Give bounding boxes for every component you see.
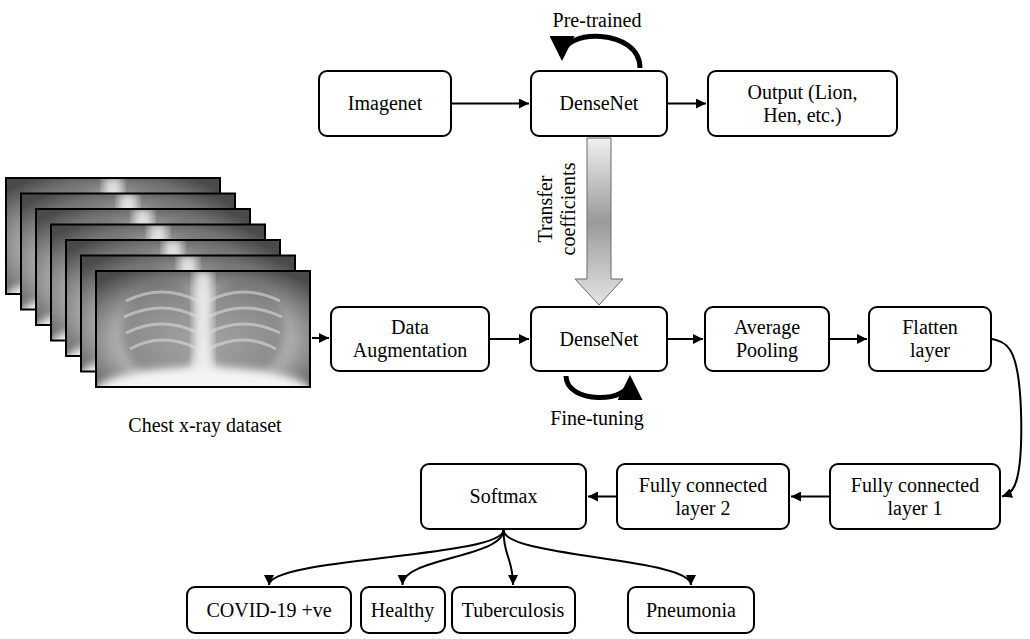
loop-label: Pre-trained bbox=[553, 9, 642, 32]
box-label: Average Pooling bbox=[717, 316, 817, 362]
connector-arrow bbox=[588, 496, 616, 498]
box-label: COVID-19 +ve bbox=[206, 599, 331, 622]
process-box: Softmax bbox=[420, 463, 587, 530]
box-label: Data Augmentation bbox=[345, 316, 475, 362]
process-box: Fully connected layer 2 bbox=[616, 463, 790, 530]
process-box: Output (Lion, Hen, etc.) bbox=[707, 70, 898, 137]
loop-label: Fine-tuning bbox=[550, 407, 643, 430]
process-box: Average Pooling bbox=[704, 306, 830, 372]
box-label: Softmax bbox=[470, 485, 538, 508]
dataset-caption: Chest x-ray dataset bbox=[128, 414, 281, 437]
process-box: Fully connected layer 1 bbox=[829, 463, 1001, 530]
connector-arrow bbox=[791, 496, 829, 498]
connector-arrow bbox=[269, 530, 504, 585]
transfer-arrow bbox=[575, 138, 623, 305]
connector-arrow bbox=[403, 530, 504, 585]
box-label: Output (Lion, Hen, etc.) bbox=[728, 81, 878, 127]
process-box: Healthy bbox=[360, 586, 446, 634]
connector-arrow bbox=[668, 338, 703, 340]
box-label: Imagenet bbox=[348, 92, 422, 115]
box-label: Fully connected layer 2 bbox=[628, 474, 778, 520]
box-label: DenseNet bbox=[560, 92, 639, 115]
box-label: Pneumonia bbox=[646, 599, 736, 622]
loop-arrow bbox=[566, 376, 630, 398]
box-label: Tuberculosis bbox=[462, 599, 565, 622]
connector-arrow bbox=[668, 103, 706, 105]
connector-arrow bbox=[452, 103, 529, 105]
edge-label: Transfer coefficients bbox=[534, 149, 580, 269]
box-label: Fully connected layer 1 bbox=[840, 474, 990, 520]
process-box: Imagenet bbox=[318, 70, 452, 137]
process-box: Tuberculosis bbox=[451, 586, 576, 634]
process-box: COVID-19 +ve bbox=[186, 586, 352, 634]
loop-arrow bbox=[562, 36, 640, 68]
process-box: DenseNet bbox=[530, 306, 668, 372]
process-box: DenseNet bbox=[530, 70, 668, 137]
input-arrow bbox=[312, 337, 329, 339]
process-box: Data Augmentation bbox=[330, 306, 490, 372]
box-label: DenseNet bbox=[560, 328, 639, 351]
box-label: Healthy bbox=[371, 599, 434, 622]
process-box: Flatten layer bbox=[868, 306, 992, 372]
xray-image bbox=[93, 271, 313, 419]
connector-arrow bbox=[490, 338, 529, 340]
connector-arrow bbox=[830, 338, 867, 340]
box-label: Flatten layer bbox=[890, 316, 970, 362]
connector-arrow bbox=[504, 530, 692, 585]
process-box: Pneumonia bbox=[627, 586, 755, 634]
